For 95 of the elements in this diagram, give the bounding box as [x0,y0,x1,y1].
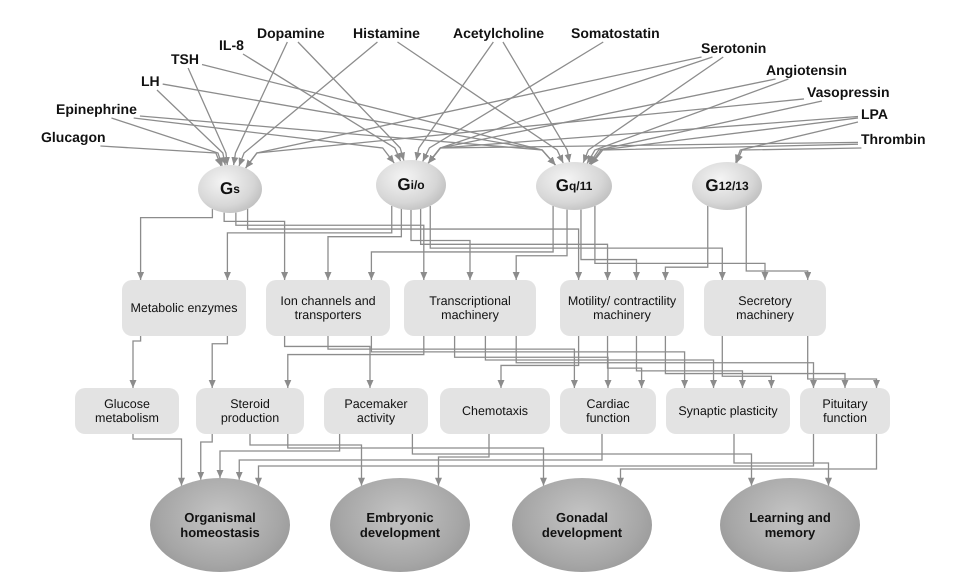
outcome-ellipse: Learning and memory [720,478,860,572]
arrow [636,336,746,388]
arrow [197,434,213,480]
arrow [245,98,804,168]
arrow [132,434,185,486]
arrow [662,206,708,280]
arrow [484,336,718,388]
arrow [284,336,374,388]
arrow [606,336,646,388]
arrow [586,78,789,164]
arrow [188,68,230,166]
arrow [327,336,578,388]
function-box: Pituitary function [800,388,890,434]
arrow [733,434,832,486]
arrow [134,117,395,164]
arrow [216,434,340,478]
arrow [498,336,580,388]
arrow [582,56,724,163]
ligand-label: IL-8 [218,37,245,53]
arrow [231,42,288,166]
arrow [512,210,568,280]
arrow [208,336,228,388]
arrow [430,206,726,280]
ligand-label: Vasopressin [806,84,890,100]
arrow [722,336,775,388]
arrow [202,64,556,166]
arrow [502,42,572,162]
effector-box: Secretory machinery [704,280,826,336]
ligand-label: Acetylcholine [452,25,546,41]
function-box: Steroid production [196,388,304,434]
function-box: Chemotaxis [440,388,550,434]
arrow [435,434,490,486]
effector-box: Metabolic enzymes [122,280,246,336]
function-box: Synaptic plasticity [666,388,790,434]
arrow [422,41,604,162]
ligand-label: Glucagon [40,129,107,145]
arrow [224,206,392,280]
arrow [594,206,768,280]
arrow [287,434,547,486]
ligand-label: LPA [860,106,889,122]
function-box: Glucose metabolism [75,388,179,434]
arrow [156,90,228,166]
arrow [590,144,858,165]
ligand-label: Somatostatin [570,25,661,41]
ligand-label: Thrombin [860,131,927,147]
arrow [734,121,858,163]
arrow [746,206,812,280]
arrow [428,56,713,164]
ligand-label: LH [140,73,161,89]
arrow [223,212,288,280]
arrow [130,336,142,388]
arrow [410,210,474,280]
arrow [246,209,582,280]
arrow [255,434,814,486]
outcome-ellipse: Organismal homeostasis [150,478,290,572]
outcome-ellipse: Embryonic development [330,478,470,572]
arrow [454,336,612,388]
arrow [428,142,858,164]
arrow [580,210,640,280]
arrow [368,206,554,280]
effector-box: Transcriptional machinery [404,280,536,336]
arrow [807,336,880,388]
ligand-label: Serotonin [700,40,768,56]
effector-box: Ion channels and transporters [266,280,390,336]
arrow [298,42,405,161]
arrow [588,100,822,164]
arrow [249,434,365,486]
ligand-label: Angiotensin [765,62,848,78]
arrow [590,117,858,165]
arrow [100,145,222,166]
arrow [324,209,402,280]
arrow [284,336,424,388]
arrow [397,41,564,164]
arrow [617,434,878,486]
arrow [664,336,848,388]
ligand-label: TSH [170,51,200,67]
function-box: Pacemaker activity [324,388,428,434]
arrow [235,212,428,280]
ligand-label: Dopamine [256,25,326,41]
arrow [236,434,603,480]
arrow [111,117,224,166]
outcome-ellipse: Gonadal development [512,478,652,572]
arrow [242,53,402,162]
arrow [137,209,214,280]
arrow [516,336,817,388]
ligand-label: Histamine [352,25,421,41]
arrow [238,42,378,166]
arrow [412,434,755,486]
arrow [370,336,688,388]
ligand-label: Epinephrine [55,101,138,117]
arrow [736,147,862,164]
arrow [420,209,612,280]
function-box: Cardiac function [560,388,656,434]
arrow [414,42,494,160]
effector-box: Motility/ contractility machinery [560,280,684,336]
